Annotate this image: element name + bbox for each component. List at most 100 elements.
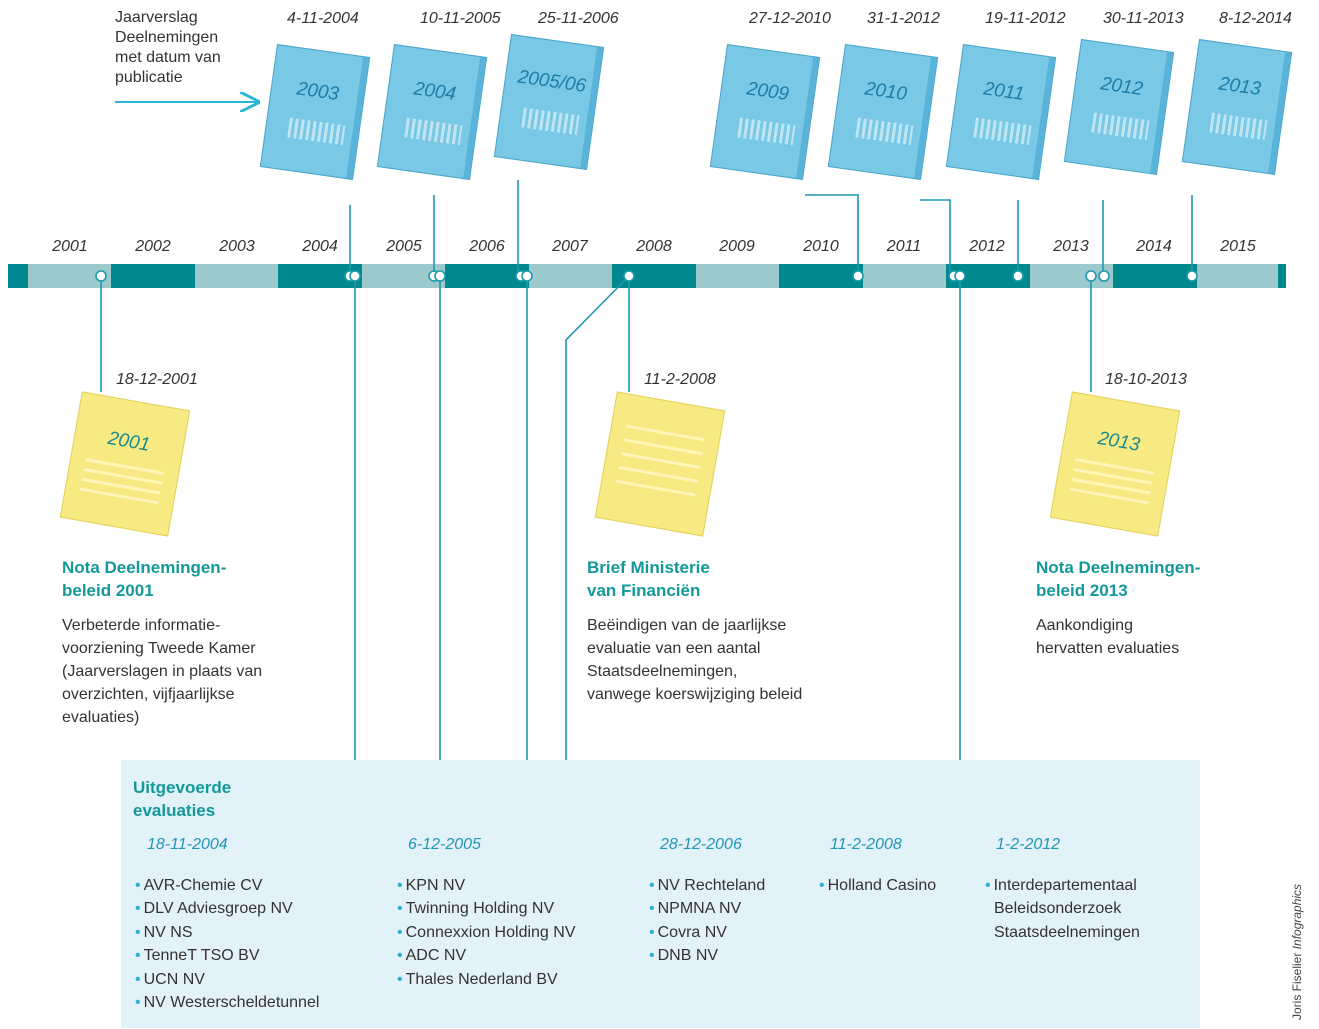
policy-date: 18-10-2013 xyxy=(1105,371,1187,388)
year-label: 2001 xyxy=(52,238,88,255)
timeline-dot xyxy=(1098,270,1110,282)
note-line xyxy=(623,438,703,456)
description-line: Beëindigen van de jaarlijkse xyxy=(587,617,787,634)
annual-report-book: 2012 xyxy=(1063,39,1175,175)
year-label: 2006 xyxy=(469,238,505,255)
timeline-segment xyxy=(1278,264,1286,288)
year-label: 2013 xyxy=(1053,238,1089,255)
book-pattern xyxy=(287,117,346,146)
year-label: 2004 xyxy=(302,238,338,255)
policy-note: 2013 xyxy=(1049,391,1181,537)
list-item: Holland Casino xyxy=(819,874,937,897)
timeline-segment xyxy=(779,264,863,288)
timeline-dot xyxy=(1186,270,1198,282)
annual-report-book: 2004 xyxy=(376,44,488,180)
policy-date: 11-2-2008 xyxy=(644,371,716,388)
list-item: NV NS xyxy=(135,921,319,944)
note-year: 2013 xyxy=(1096,427,1142,456)
timeline-dot xyxy=(349,270,361,282)
year-label: 2012 xyxy=(969,238,1005,255)
policy-description: Verbeterde informatie- voorziening Tweed… xyxy=(62,614,262,729)
report-date: 27-12-2010 xyxy=(749,10,831,27)
policy-title: Brief Ministerie van Financiën xyxy=(587,556,710,602)
report-connector xyxy=(805,194,859,276)
annual-report-book: 2011 xyxy=(945,44,1057,180)
timeline-bar xyxy=(8,264,1286,288)
report-legend: Jaarverslag Deelnemingen met datum van p… xyxy=(115,8,221,88)
book-year: 2013 xyxy=(1217,73,1263,101)
list-item: NV Rechteland xyxy=(649,874,766,897)
evaluation-connector xyxy=(439,276,500,844)
title-line: Nota Deelnemingen- xyxy=(62,558,227,577)
note-line xyxy=(620,452,701,469)
note-line xyxy=(625,424,706,442)
evaluation-connector xyxy=(253,276,356,844)
timeline-dot xyxy=(434,270,446,282)
timeline-dot xyxy=(852,270,864,282)
legend-line: Deelnemingen xyxy=(115,29,219,46)
timeline-dot xyxy=(623,270,635,282)
description-line: hervatten evaluaties xyxy=(1036,640,1180,657)
list-item: TenneT TSO BV xyxy=(135,944,319,967)
book-pattern xyxy=(521,107,580,136)
timeline-segment xyxy=(1113,264,1197,288)
timeline-dot xyxy=(521,270,533,282)
title-line: beleid 2001 xyxy=(62,581,154,600)
report-date: 30-11-2013 xyxy=(1103,10,1184,27)
legend-line: publicatie xyxy=(115,69,183,86)
annual-report-book: 2010 xyxy=(827,44,939,180)
evaluation-list: KPN NV Twinning Holding NV Connexxion Ho… xyxy=(397,874,576,991)
book-pattern xyxy=(404,117,463,146)
annual-report-book: 2005/06 xyxy=(493,34,605,170)
report-date: 25-11-2006 xyxy=(538,10,619,27)
annual-report-book: 2003 xyxy=(259,44,371,180)
book-year: 2012 xyxy=(1099,73,1145,101)
report-date: 19-11-2012 xyxy=(985,10,1066,27)
list-item: Interdepartementaal xyxy=(985,874,1140,897)
evaluation-list: NV Rechteland NPMNA NV Covra NV DNB NV xyxy=(649,874,766,968)
list-item: UCN NV xyxy=(135,968,319,991)
annual-report-book: 2009 xyxy=(709,44,821,180)
list-item: Covra NV xyxy=(649,921,765,944)
evaluation-date: 28-12-2006 xyxy=(660,836,742,853)
timeline-dot xyxy=(1012,270,1024,282)
list-item: ADC NV xyxy=(397,944,575,967)
title-line: Brief Ministerie xyxy=(587,558,710,577)
list-item: Beleidsonderzoek xyxy=(994,900,1122,918)
title-line: beleid 2013 xyxy=(1036,581,1128,600)
timeline-segment xyxy=(8,264,28,288)
timeline-segment xyxy=(445,264,529,288)
description-line: (Jaarverslagen in plaats van xyxy=(62,663,263,680)
description-line: voorziening Tweede Kamer xyxy=(62,640,256,657)
heading-line: Uitgevoerde xyxy=(133,778,232,797)
description-line: Aankondiging xyxy=(1036,617,1133,634)
book-year: 2003 xyxy=(295,78,341,106)
description-line: evaluatie van een aantal xyxy=(587,640,761,657)
legend-line: Jaarverslag xyxy=(115,9,198,26)
evaluation-list: Holland Casino xyxy=(819,874,937,897)
description-line: evaluaties) xyxy=(62,709,140,726)
timeline-dot xyxy=(95,270,107,282)
book-year: 2004 xyxy=(412,78,458,106)
report-date: 4-11-2004 xyxy=(287,10,359,27)
evaluation-date: 11-2-2008 xyxy=(830,836,902,853)
book-year: 2010 xyxy=(863,78,909,106)
note-line xyxy=(616,479,696,497)
report-date: 10-11-2005 xyxy=(420,10,501,27)
timeline-dot xyxy=(1085,270,1097,282)
timeline-segment xyxy=(111,264,195,288)
year-label: 2007 xyxy=(552,238,588,255)
year-label: 2008 xyxy=(636,238,672,255)
title-line: van Financiën xyxy=(587,581,701,600)
year-label: 2010 xyxy=(803,238,839,255)
year-label: 2005 xyxy=(386,238,422,255)
list-item: Twinning Holding NV xyxy=(397,897,575,920)
book-pattern xyxy=(1209,112,1268,141)
book-year: 2009 xyxy=(745,78,791,106)
book-pattern xyxy=(737,117,796,146)
report-connector xyxy=(920,199,951,276)
evaluation-list: AVR-Chemie CV DLV Adviesgroep NV NV NS T… xyxy=(135,874,320,1014)
year-label: 2014 xyxy=(1136,238,1172,255)
list-item: KPN NV xyxy=(397,874,575,897)
description-line: overzichten, vijfjaarlijkse xyxy=(62,686,235,703)
